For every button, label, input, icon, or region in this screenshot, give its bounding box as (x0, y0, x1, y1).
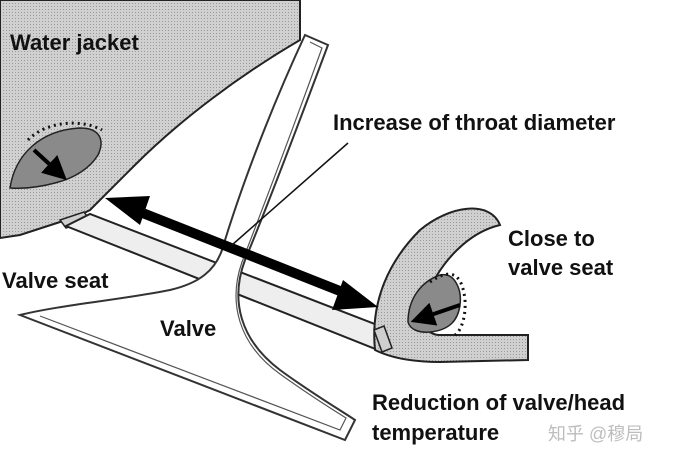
throat-leader-line (231, 142, 349, 246)
label-throat-diameter: Increase of throat diameter (333, 110, 616, 135)
label-close-to-seat-2: valve seat (508, 255, 614, 280)
label-reduction-2: temperature (372, 420, 499, 445)
label-valve: Valve (160, 316, 216, 341)
throat-arrowhead-left (105, 196, 150, 225)
watermark-text: 知乎 @穆局 (548, 424, 643, 444)
throat-arrowhead-right (332, 280, 378, 310)
valve-body (16, 33, 357, 442)
cylinder-head-left (0, 0, 301, 240)
label-water-jacket: Water jacket (10, 30, 139, 55)
valve-body-inner (39, 41, 347, 431)
jacket-arrow-left (32, 148, 67, 181)
water-jacket-left-dotted (26, 121, 103, 142)
label-valve-seat: Valve seat (2, 268, 109, 293)
label-close-to-seat-1: Close to (508, 226, 595, 251)
label-reduction-1: Reduction of valve/head (372, 390, 625, 415)
jacket-arrow-right (410, 302, 461, 326)
valve-seat-insert-right (373, 325, 393, 353)
throat-diameter-arrow-shaft (128, 203, 352, 300)
